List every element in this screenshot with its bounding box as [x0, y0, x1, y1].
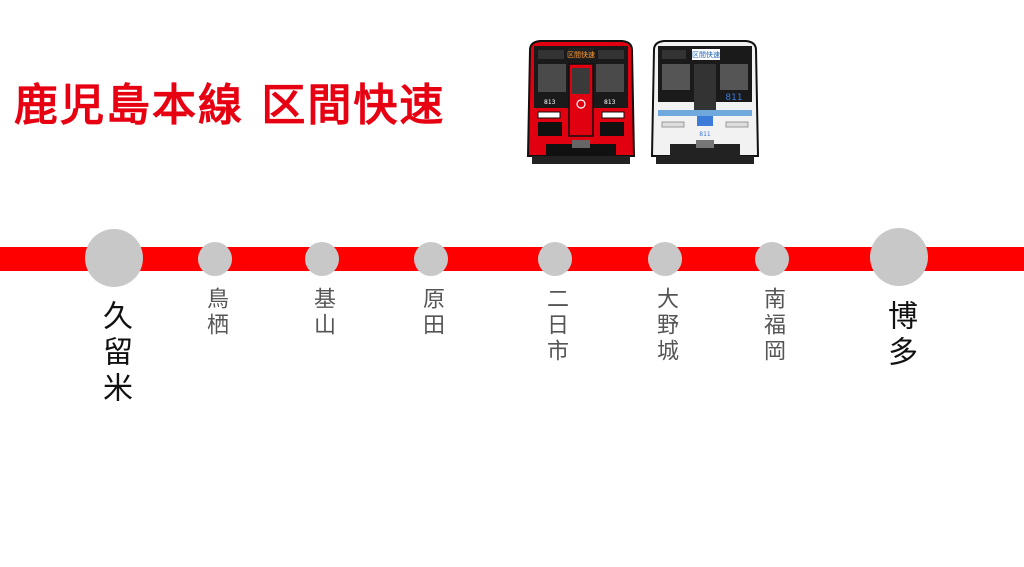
red-train-number-left: 813: [544, 99, 556, 106]
station-name-minami-fukuoka: 南福岡: [760, 287, 785, 365]
station-name-onojo: 大野城: [653, 287, 678, 365]
line-title: 鹿児島本線 区間快速: [14, 80, 446, 131]
station-dot-kurume: [85, 229, 143, 287]
station-name-kiyama: 基山: [310, 287, 335, 339]
station-name-kurume: 久留米: [97, 300, 132, 408]
station-dot-hakata: [870, 228, 928, 286]
white-train-icon: 区間快速 811 811: [650, 40, 760, 164]
red-train-number-right: 813: [604, 99, 616, 106]
red-train-icon: 区間快速 813 813: [526, 40, 636, 164]
train-illustrations: 区間快速 813 813 区間快速 811 811: [526, 40, 760, 164]
station-dot-futsukaichi: [538, 242, 572, 276]
white-train-number-display: 811: [725, 93, 742, 103]
red-train-dest-sign: 区間快速: [567, 50, 595, 59]
rail-line: [0, 247, 1024, 271]
station-dot-tosu: [198, 242, 232, 276]
white-train-number: 811: [699, 131, 711, 138]
station-name-tosu: 鳥栖: [203, 287, 228, 339]
station-name-hakata: 博多: [882, 300, 917, 372]
station-name-harada: 原田: [419, 287, 444, 339]
white-train-dest-sign: 区間快速: [692, 50, 720, 59]
station-name-futsukaichi: 二日市: [543, 287, 568, 365]
station-dot-onojo: [648, 242, 682, 276]
station-dot-minami-fukuoka: [755, 242, 789, 276]
station-dot-kiyama: [305, 242, 339, 276]
station-dot-harada: [414, 242, 448, 276]
